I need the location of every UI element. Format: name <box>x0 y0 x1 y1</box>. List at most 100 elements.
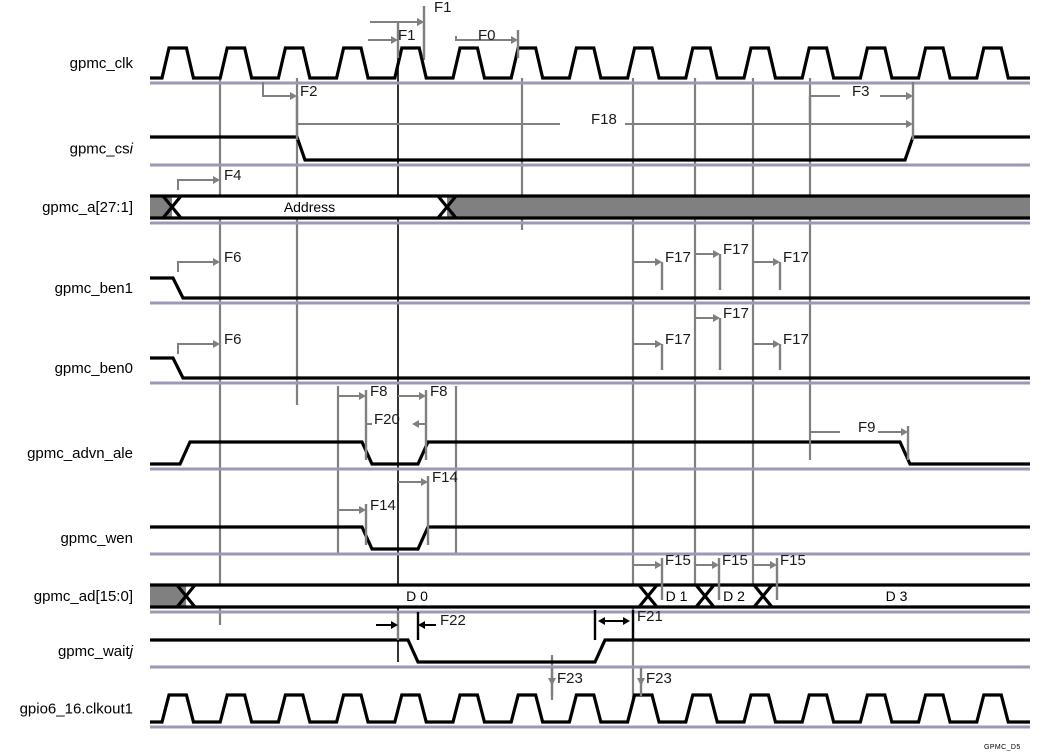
arrow-F6b-head <box>213 340 220 348</box>
elbow-F2 <box>262 82 270 97</box>
F15c-elbow <box>752 564 758 572</box>
arrow-F17d-head <box>713 314 720 322</box>
waveform-gpio6_16_clkout1 <box>150 693 1030 724</box>
signal-label-gpmc_ben0: gpmc_ben0 <box>55 360 133 377</box>
bus-value-gpmc_ad_15_0-3: D 2 <box>723 588 745 604</box>
arrow-F17b-head <box>655 258 662 266</box>
arrow-F8a-head <box>359 392 366 400</box>
signal-label-gpmc_a_27_1: gpmc_a[27:1] <box>42 199 133 216</box>
arrow-F4-head <box>213 176 220 184</box>
arrow-F15b-head <box>712 561 719 569</box>
waveform-gpmc_ben0 <box>150 356 1030 380</box>
signal-label-gpio6_16_clkout1: gpio6_16.clkout1 <box>20 701 133 718</box>
arrow-F17e-head <box>655 340 662 348</box>
timing-label-f9-F9: F9 <box>858 419 876 436</box>
bus-value-gpmc_ad_15_0-1: D 0 <box>406 588 428 604</box>
bus-valid-fill-gpmc_ad_15_0-1 <box>186 585 648 607</box>
signal-label-gpmc_ben1: gpmc_ben1 <box>55 280 133 297</box>
timing-label-f1-F1a: F1 <box>434 0 452 16</box>
arrow-F14b-head <box>359 506 366 514</box>
arrow-F14a-head <box>421 478 428 486</box>
waveform-gpmc_clk <box>150 46 1030 80</box>
signal-label-gpmc_waitj: gpmc_waitj <box>58 643 134 660</box>
waveform-gpmc_ben1 <box>150 276 1030 300</box>
bus-value-gpmc_a_27_1-1: Address <box>284 199 335 215</box>
timing-label-f6-F6b: F6 <box>224 331 242 348</box>
signal-label-gpmc_clk: gpmc_clk <box>70 55 134 72</box>
waveform-gpmc_wen <box>150 525 1030 551</box>
timing-label-f4-F4: F4 <box>224 167 242 184</box>
F15b-elbow <box>694 564 700 572</box>
bus-idle-gpmc_a_27_1-0 <box>150 196 172 218</box>
arrow-F22-left-head <box>391 621 398 629</box>
timing-label-f1-F1b: F1 <box>398 27 416 44</box>
waveform-gpmc_advn_ale <box>150 440 1030 466</box>
F3-head <box>906 92 913 100</box>
timing-label-f23-F23b: F23 <box>646 670 672 687</box>
arrow-F21-l-head <box>598 617 605 625</box>
timing-label-f22-F22: F22 <box>440 612 466 629</box>
arrow-F23a-head <box>548 678 556 686</box>
bus-value-gpmc_ad_15_0-2: D 1 <box>666 588 688 604</box>
bus-value-gpmc_ad_15_0-4: D 3 <box>886 588 908 604</box>
bus-cross-b-gpmc_ad_15_0-3 <box>694 583 716 609</box>
timing-label-f23-F23a: F23 <box>557 670 583 687</box>
timing-label-f15-F15c: F15 <box>780 552 806 569</box>
timing-label-f8-F8a: F8 <box>370 383 388 400</box>
arrow-F8b-head <box>419 392 426 400</box>
timing-label-f6-F6a: F6 <box>224 249 242 266</box>
elbow-F4 <box>177 179 186 190</box>
timing-label-f21-F21: F21 <box>637 608 663 625</box>
timing-label-f17-F17f: F17 <box>783 331 809 348</box>
timing-label-f3-F3: F3 <box>852 83 870 100</box>
elbow-F6b <box>177 343 186 354</box>
F18-head <box>906 120 913 128</box>
bus-cross-b-gpmc_ad_15_0-1 <box>175 583 197 609</box>
arrow-F0-head <box>511 36 518 44</box>
arrow-F6a-head <box>213 258 220 266</box>
timing-label-f20-F20: F20 <box>374 411 400 428</box>
timing-label-f14-F14b: F14 <box>370 497 396 514</box>
arrow-F17a-head <box>713 250 720 258</box>
arrow-F15a-head <box>655 561 662 569</box>
bus-cross-b-gpmc_ad_15_0-4 <box>752 583 774 609</box>
arrow-F17f-head <box>773 340 780 348</box>
waveform-gpmc_waitj <box>150 638 1030 664</box>
signal-label-gpmc_ad_15_0: gpmc_ad[15:0] <box>34 588 133 605</box>
timing-label-f17-F17a: F17 <box>723 241 749 258</box>
bus-valid-fill-gpmc_ad_15_0-4 <box>763 585 1030 607</box>
arrow-F20-head <box>412 420 419 428</box>
timing-label-f17-F17d: F17 <box>723 305 749 322</box>
bus-cross-b-gpmc_a_27_1-2 <box>436 194 458 220</box>
bus-idle-gpmc_ad_15_0-0 <box>150 585 186 607</box>
timing-label-f8-F8b: F8 <box>430 383 448 400</box>
timing-label-f2-F2: F2 <box>300 83 318 100</box>
timing-label-f15-F15a: F15 <box>665 552 691 569</box>
waveform-gpmc_csi <box>150 135 1030 162</box>
arrow-F1b-head <box>391 36 398 44</box>
arrow-F1a-cap <box>417 18 424 26</box>
figure-credit: GPMC_D5 <box>984 744 1021 751</box>
timing-label-f17-F17e: F17 <box>665 331 691 348</box>
bus-valid-fill-gpmc_a_27_1-1 <box>172 196 447 218</box>
arrow-F22-right-head <box>418 621 425 629</box>
timing-label-f17-F17c: F17 <box>783 249 809 266</box>
F9-head <box>901 428 908 436</box>
arrow-F23b-head <box>637 678 645 686</box>
elbow-F6a <box>177 261 186 272</box>
bus-cross-b-gpmc_a_27_1-1 <box>161 194 183 220</box>
timing-label-f17-F17b: F17 <box>665 249 691 266</box>
timing-label-f14-F14a: F14 <box>432 469 458 486</box>
timing-label-f15-F15b: F15 <box>722 552 748 569</box>
elbow-F0 <box>455 36 462 41</box>
signal-label-gpmc_csi: gpmc_csi <box>70 141 134 158</box>
arrow-F15c-head <box>770 561 777 569</box>
timing-label-f18-F18: F18 <box>591 111 617 128</box>
arrow-F2-head <box>290 92 297 100</box>
bus-idle-tail-gpmc_a <box>456 198 1030 216</box>
signal-label-gpmc_advn_ale: gpmc_advn_ale <box>27 445 133 462</box>
signal-label-gpmc_wen: gpmc_wen <box>60 530 133 547</box>
arrow-F17c-head <box>773 258 780 266</box>
